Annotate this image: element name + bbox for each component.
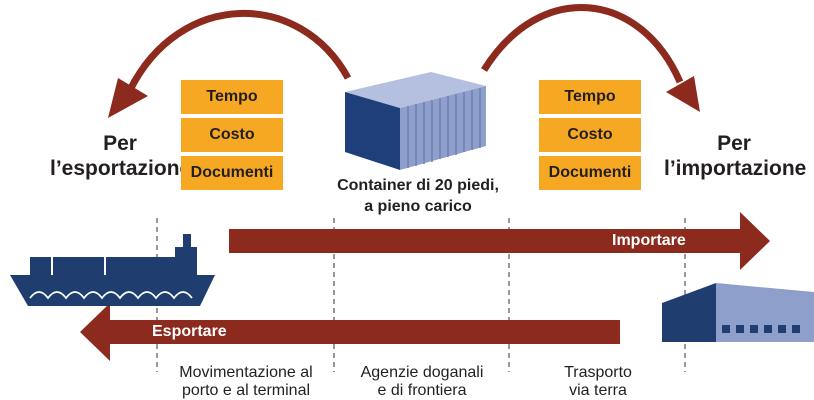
- curved-arrow-right-icon: [481, 4, 700, 112]
- import-label: Importare: [612, 232, 686, 249]
- stage-caption-port: Movimentazione al porto e al terminal: [156, 364, 336, 400]
- import-documents-box: Documenti: [539, 156, 641, 190]
- import-title-line2: l’importazione: [664, 157, 807, 180]
- import-arrow: [229, 212, 770, 270]
- stage-caption-inland-line1: Trasporto: [564, 364, 632, 381]
- import-title-line1: Per: [717, 132, 751, 155]
- export-label: Esportare: [152, 323, 227, 340]
- stage-caption-customs: Agenzie doganali e di frontiera: [332, 364, 512, 400]
- stage-caption-customs-line2: e di frontiera: [377, 382, 467, 399]
- container-caption-line1: Container di 20 piedi,: [337, 177, 499, 194]
- export-documents-box: Documenti: [181, 156, 283, 190]
- curved-arrow-left-icon: [108, 9, 352, 118]
- stage-caption-port-line1: Movimentazione al: [179, 364, 313, 381]
- stage-caption-customs-line1: Agenzie doganali: [360, 364, 484, 381]
- import-cost-box: Costo: [539, 118, 641, 152]
- stage-caption-inland: Trasporto via terra: [508, 364, 688, 400]
- export-arrow: [80, 303, 620, 361]
- stage-caption-port-line2: porto e al terminal: [181, 382, 311, 399]
- import-time-box: Tempo: [539, 80, 641, 114]
- warehouse-icon: [662, 283, 814, 342]
- export-time-box: Tempo: [181, 80, 283, 114]
- ship-icon: [10, 234, 215, 306]
- export-title-line2: l’esportazione: [50, 157, 192, 180]
- container-caption-line2: a pieno carico: [364, 198, 472, 215]
- container-caption: Container di 20 piedi, a pieno carico: [318, 175, 518, 217]
- export-title: Per l’esportazione: [50, 131, 192, 181]
- export-cost-box: Costo: [181, 118, 283, 152]
- stage-caption-inland-line2: via terra: [569, 382, 627, 399]
- export-title-line1: Per: [103, 132, 137, 155]
- import-title: Per l’importazione: [664, 131, 807, 181]
- shipping-container-icon: [345, 72, 486, 170]
